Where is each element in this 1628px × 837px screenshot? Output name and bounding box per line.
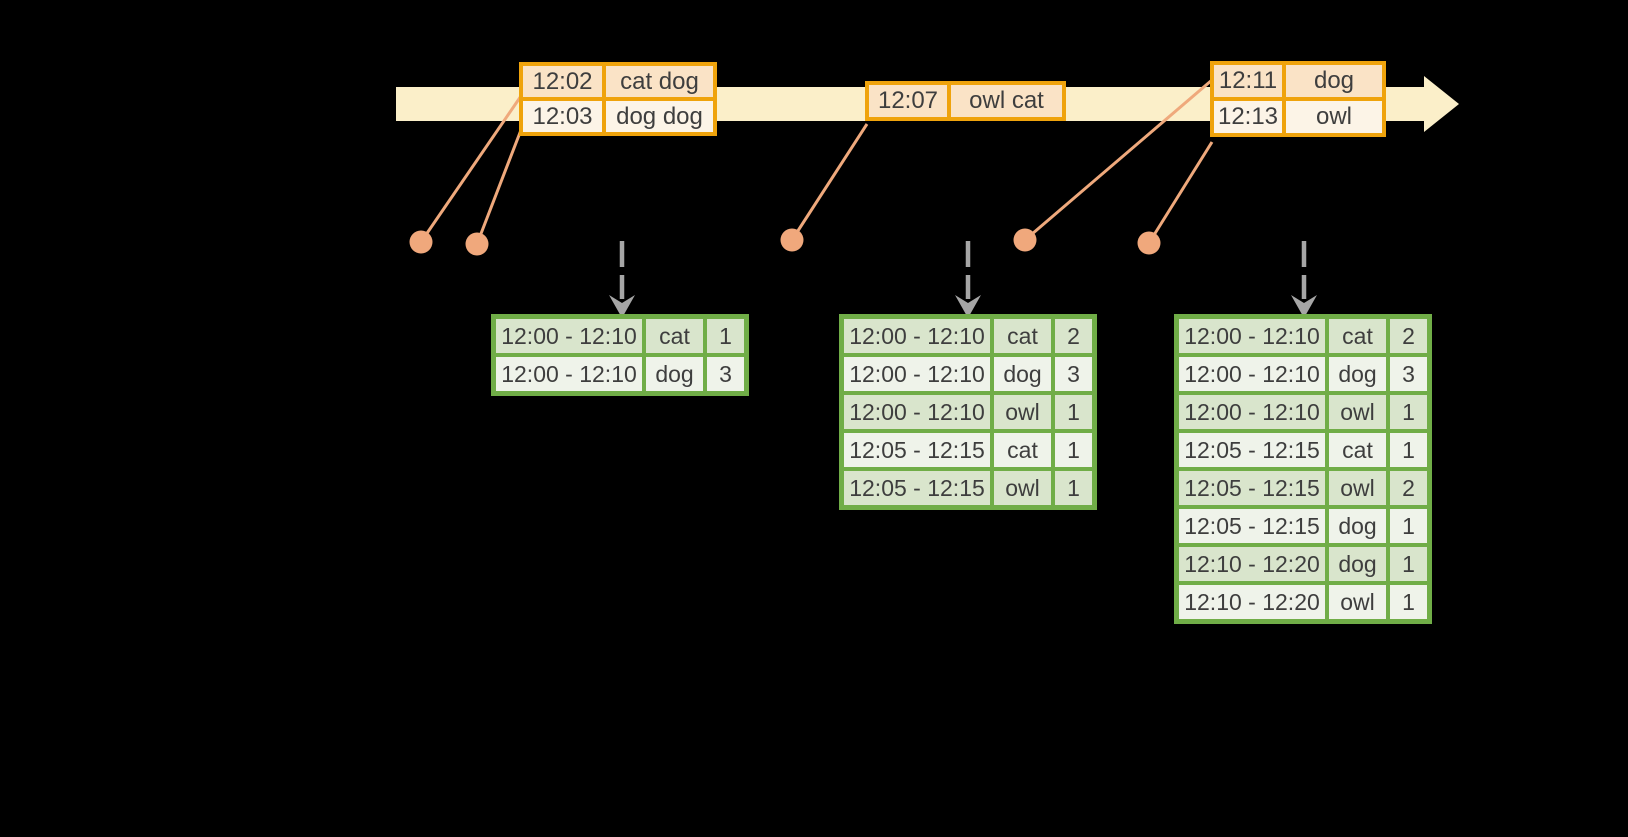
- count-cell: 1: [1388, 583, 1429, 621]
- event-connector-line: [1024, 78, 1213, 242]
- event-connector-lines: [419, 78, 1214, 245]
- window-cell: 12:00 - 12:10: [1177, 317, 1327, 355]
- count-cell: 1: [1053, 431, 1094, 469]
- event-dot: [409, 230, 433, 254]
- word-cell: owl: [1327, 469, 1388, 507]
- event-time-cell: 12:11: [1212, 63, 1284, 99]
- window-cell: 12:10 - 12:20: [1177, 545, 1327, 583]
- count-cell: 1: [705, 317, 746, 355]
- window-cell: 12:05 - 12:15: [842, 431, 992, 469]
- word-cell: dog: [1327, 507, 1388, 545]
- event-connector-line: [475, 129, 523, 245]
- event-words-cell: dog: [1284, 63, 1384, 99]
- word-cell: dog: [644, 355, 705, 393]
- count-cell: 2: [1388, 469, 1429, 507]
- window-cell: 12:00 - 12:10: [494, 355, 644, 393]
- word-cell: owl: [1327, 393, 1388, 431]
- event-words-cell: cat dog: [604, 64, 715, 99]
- count-cell: 1: [1388, 545, 1429, 583]
- count-cell: 3: [1053, 355, 1094, 393]
- word-cell: dog: [1327, 355, 1388, 393]
- event-connector-line: [1147, 141, 1214, 244]
- timeline-arrowhead-icon: [1424, 76, 1459, 132]
- trigger-arrowhead-icon: [609, 295, 635, 318]
- word-cell: dog: [992, 355, 1053, 393]
- trigger-arrows: [609, 241, 1317, 318]
- count-cell: 2: [1053, 317, 1094, 355]
- count-cell: 1: [1053, 393, 1094, 431]
- window-cell: 12:00 - 12:10: [494, 317, 644, 355]
- window-cell: 12:05 - 12:15: [1177, 469, 1327, 507]
- count-cell: 1: [1388, 431, 1429, 469]
- event-dot: [465, 232, 489, 256]
- event-dots: [409, 228, 1161, 256]
- word-cell: cat: [992, 431, 1053, 469]
- window-cell: 12:00 - 12:10: [842, 317, 992, 355]
- word-cell: owl: [1327, 583, 1388, 621]
- event-time-cell: 12:02: [521, 64, 604, 99]
- word-cell: cat: [1327, 431, 1388, 469]
- count-cell: 1: [1388, 393, 1429, 431]
- window-cell: 12:00 - 12:10: [842, 393, 992, 431]
- count-cell: 1: [1388, 507, 1429, 545]
- count-cell: 2: [1388, 317, 1429, 355]
- word-cell: cat: [644, 317, 705, 355]
- event-time-cell: 12:03: [521, 99, 604, 134]
- trigger-arrowhead-icon: [955, 295, 981, 318]
- event-dot: [780, 228, 804, 252]
- event-connector-line: [790, 123, 869, 241]
- word-cell: owl: [992, 393, 1053, 431]
- trigger-arrowhead-icon: [1291, 295, 1317, 318]
- event-dot: [1013, 228, 1037, 252]
- count-cell: 1: [1053, 469, 1094, 507]
- event-dot: [1137, 231, 1161, 255]
- event-words-cell: dog dog: [604, 99, 715, 134]
- window-cell: 12:05 - 12:15: [842, 469, 992, 507]
- count-cell: 3: [705, 355, 746, 393]
- count-cell: 3: [1388, 355, 1429, 393]
- event-words-cell: owl: [1284, 99, 1384, 135]
- window-cell: 12:05 - 12:15: [1177, 507, 1327, 545]
- window-cell: 12:00 - 12:10: [842, 355, 992, 393]
- event-time-cell: 12:13: [1212, 99, 1284, 135]
- window-cell: 12:00 - 12:10: [1177, 355, 1327, 393]
- word-cell: owl: [992, 469, 1053, 507]
- window-cell: 12:05 - 12:15: [1177, 431, 1327, 469]
- window-cell: 12:10 - 12:20: [1177, 583, 1327, 621]
- word-cell: cat: [1327, 317, 1388, 355]
- window-cell: 12:00 - 12:10: [1177, 393, 1327, 431]
- event-words-cell: owl cat: [949, 83, 1064, 119]
- word-cell: cat: [992, 317, 1053, 355]
- event-connector-line: [419, 95, 523, 243]
- event-time-cell: 12:07: [867, 83, 949, 119]
- word-cell: dog: [1327, 545, 1388, 583]
